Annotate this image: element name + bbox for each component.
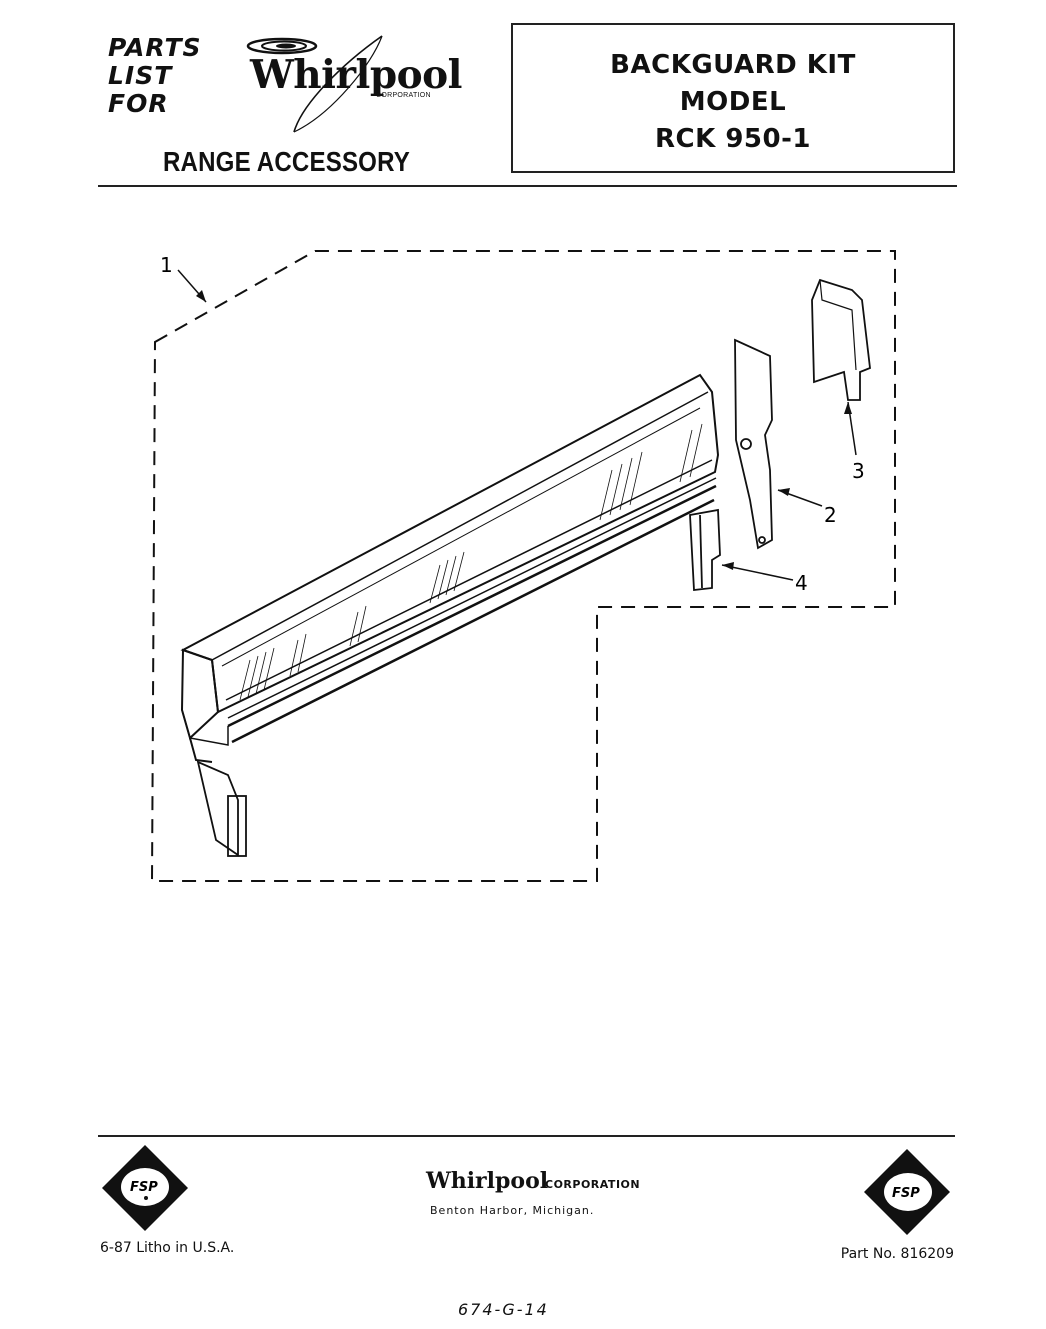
fsp-right-text: FSP (892, 1186, 920, 1201)
footer-company-sub: CORPORATION (545, 1178, 641, 1191)
part-4-clip (689, 508, 721, 591)
fsp-badge-right-icon: FSP (864, 1149, 950, 1235)
handwritten-note: 674-G-14 (458, 1300, 549, 1319)
title-line-number: RCK 950-1 (655, 124, 811, 154)
end-bracket-left (196, 760, 247, 857)
fsp-left-text: FSP (130, 1180, 158, 1195)
header-divider (98, 185, 957, 187)
leader-arrowheads (196, 290, 852, 570)
title-box: BACKGUARD KIT MODEL RCK 950-1 (511, 23, 955, 173)
backguard-panel (180, 373, 720, 763)
footer-divider (98, 1135, 955, 1137)
part-2-side-bracket (734, 338, 773, 550)
page-subtitle: RANGE ACCESSORY (163, 146, 410, 177)
brand-sub-text: CORPORATION (376, 92, 431, 99)
title-line-kit: BACKGUARD KIT (610, 50, 856, 80)
leader-line-4 (721, 564, 794, 581)
parts-list-for-label: PARTS LIST FOR (108, 34, 202, 118)
part-3-end-cap (811, 278, 871, 401)
list-word: LIST (108, 61, 173, 90)
whirlpool-logo-swirl-icon (246, 35, 383, 133)
glass-hatching (239, 423, 703, 701)
fsp-badge-left-icon: FSP (102, 1145, 188, 1231)
footer-company-name: Whirlpool (426, 1168, 549, 1194)
callout-3: 3 (852, 459, 865, 483)
callout-2: 2 (824, 503, 837, 527)
kit-boundary-dashed (150, 250, 896, 882)
parts-word: PARTS (108, 33, 202, 62)
callout-1: 1 (160, 253, 173, 277)
leader-lines (177, 269, 857, 581)
title-line-model: MODEL (679, 87, 787, 117)
footer-address: Benton Harbor, Michigan. (430, 1204, 595, 1217)
for-word: FOR (108, 89, 169, 118)
litho-note: 6-87 Litho in U.S.A. (100, 1240, 235, 1256)
part-number: Part No. 816209 (840, 1246, 954, 1262)
callout-4: 4 (795, 571, 808, 595)
brand-logo-text: Whirlpool (250, 52, 462, 98)
